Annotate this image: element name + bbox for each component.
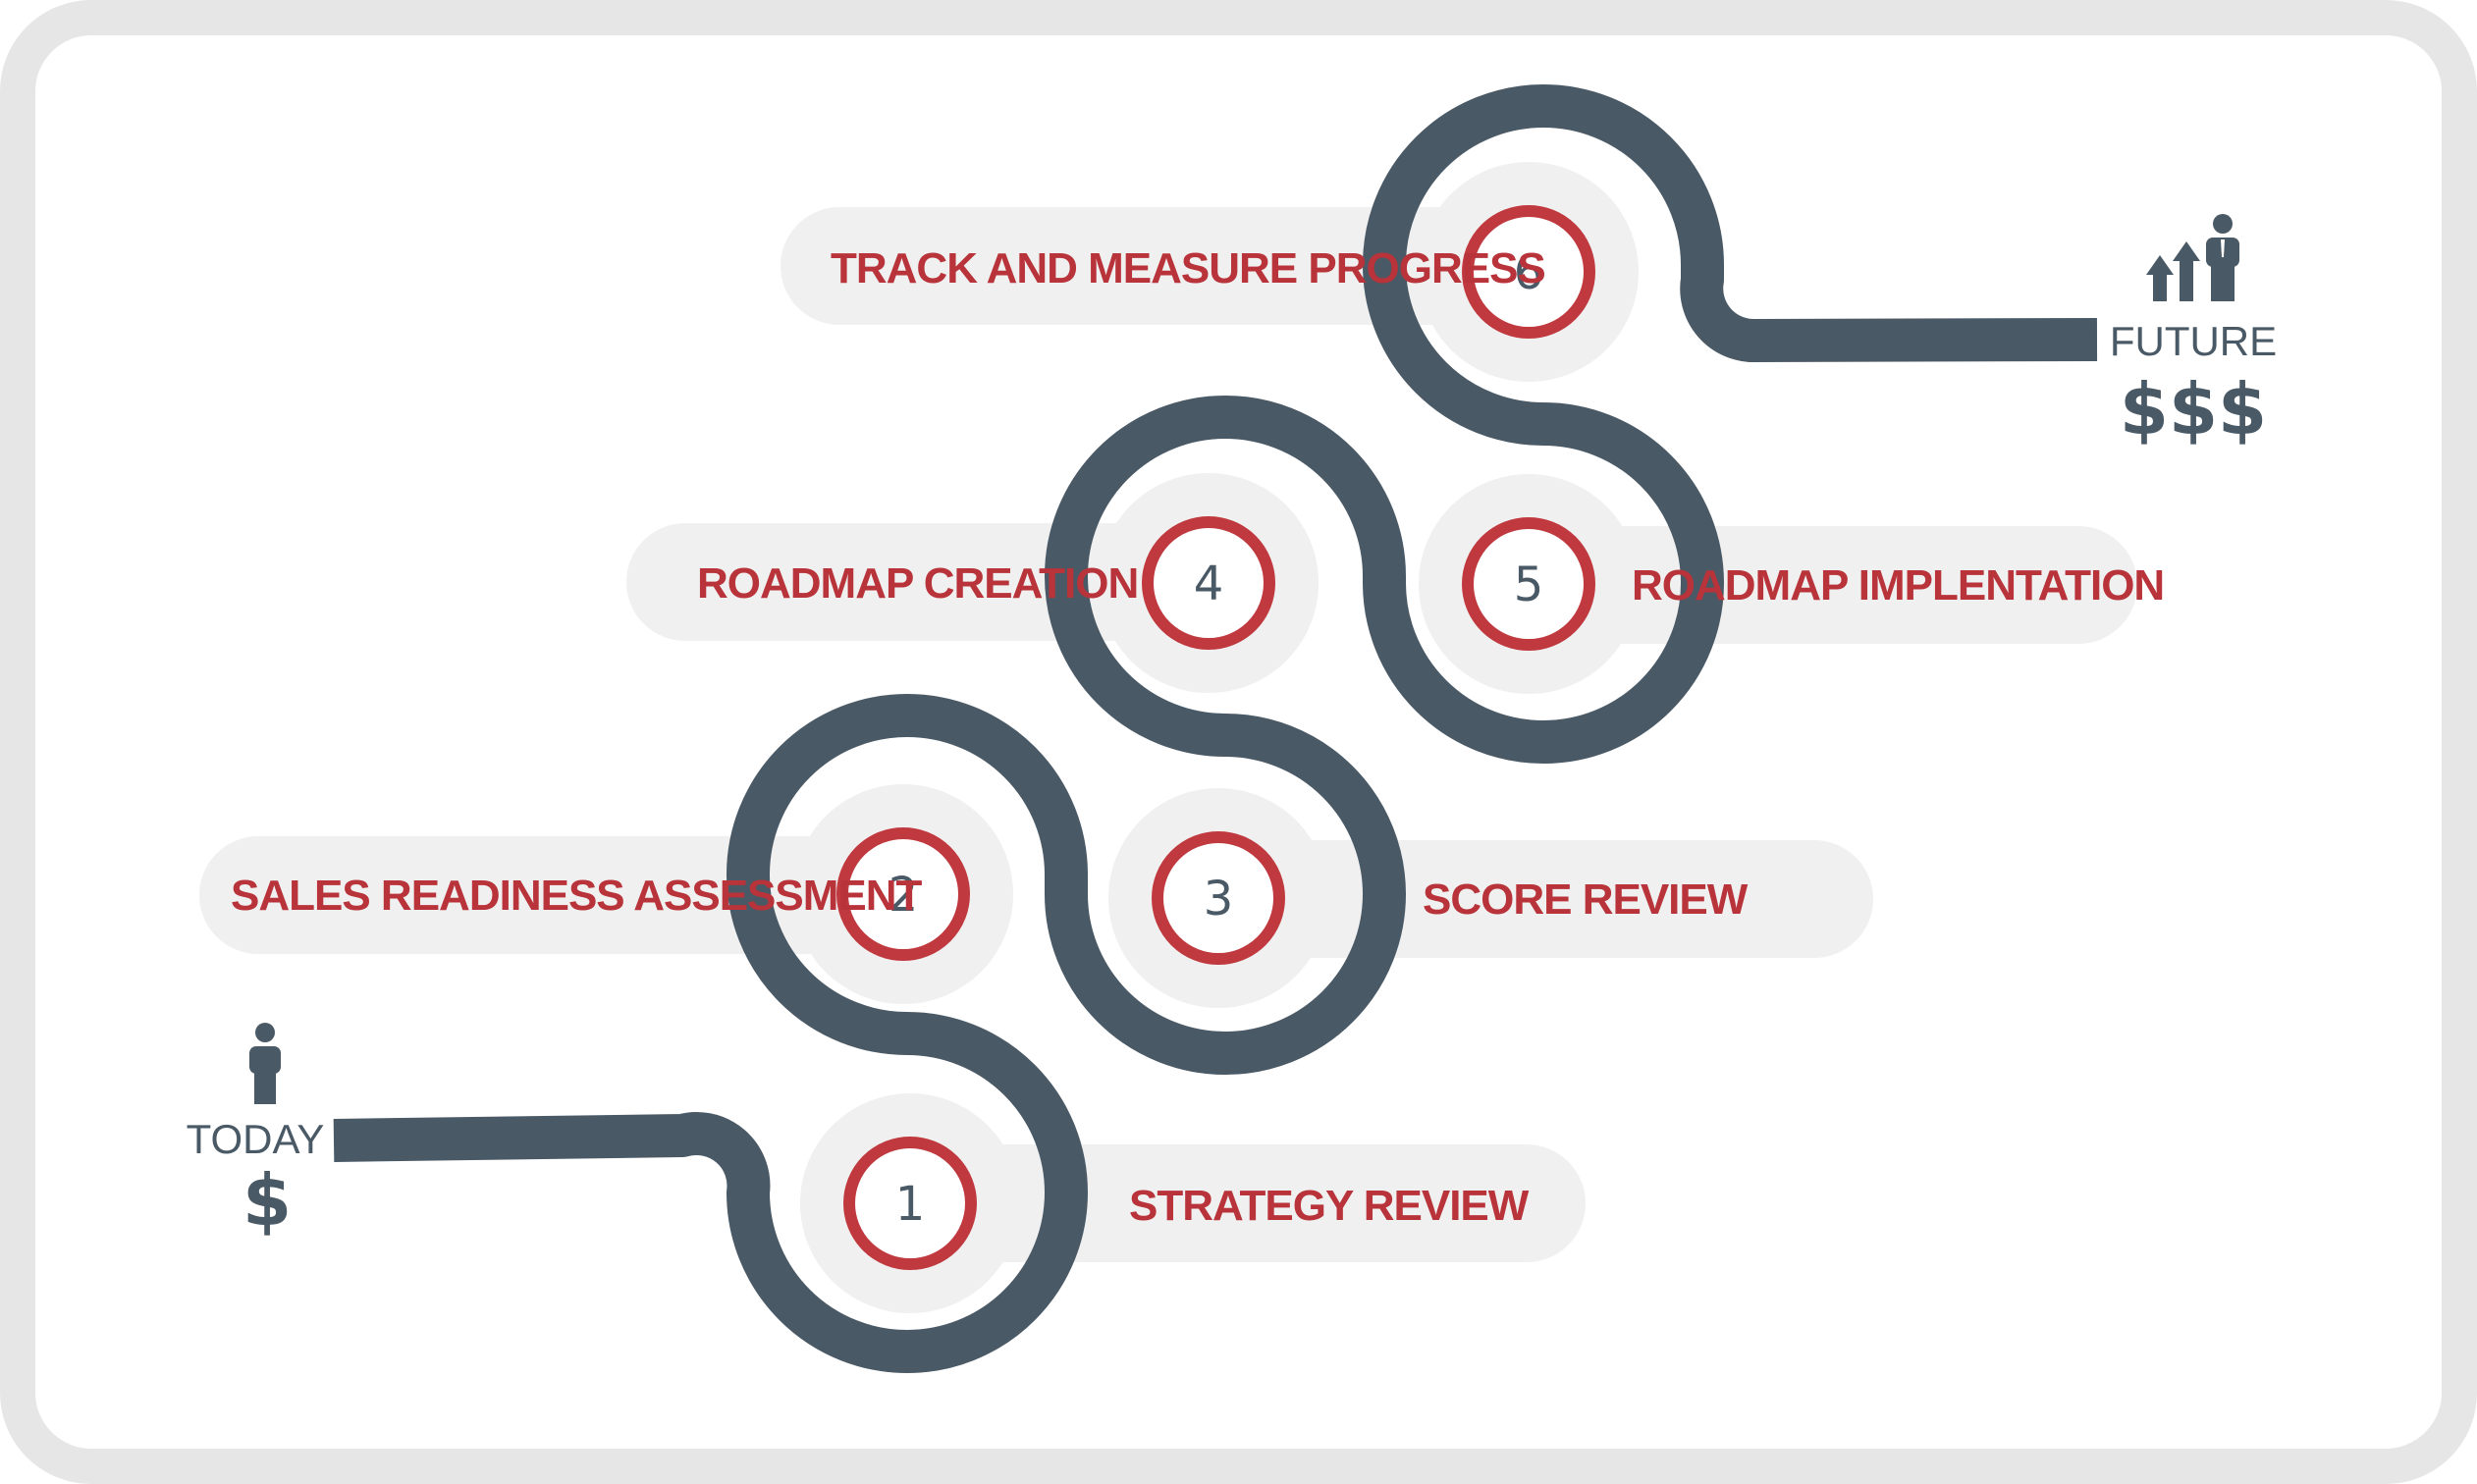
step-number-3: 3 — [1204, 872, 1234, 927]
ring-step-1 — [843, 1137, 977, 1270]
step-label-2: SALES READINESS ASSESSMENT — [231, 872, 923, 920]
ring-step-3 — [1152, 831, 1285, 965]
step-label-1: STRATEGY REVIEW — [1129, 1182, 1530, 1230]
step-label-3: SCORE REVIEW — [1423, 875, 1749, 924]
step-number-4: 4 — [1194, 556, 1224, 611]
step-number-2: 2 — [888, 868, 919, 923]
step-label-5: ROADMAP IMPLENTATION — [1632, 561, 2164, 610]
future-label: FUTURE — [2110, 318, 2277, 364]
today-label: TODAY — [187, 1116, 325, 1162]
step-rings — [836, 205, 1595, 1270]
step-label-6: TRACK AND MEASURE PROGRESS — [831, 244, 1545, 292]
ring-step-6 — [1462, 205, 1595, 339]
future-money: $$$ — [2120, 368, 2267, 450]
person-icon — [249, 1023, 281, 1104]
today-money: $ — [242, 1159, 292, 1242]
pill-step-6 — [781, 207, 1546, 325]
step-number-5: 5 — [1514, 557, 1544, 612]
growth-businessman-icon — [2146, 214, 2239, 301]
ring-step-2 — [836, 827, 970, 961]
roadmap-road — [333, 84, 2098, 1373]
ring-step-5 — [1462, 517, 1595, 651]
ring-step-4 — [1142, 516, 1275, 650]
step-label-4: ROADMAP CREATION — [697, 559, 1138, 608]
step-number-1: 1 — [895, 1177, 926, 1232]
step-number-6: 6 — [1514, 245, 1544, 300]
